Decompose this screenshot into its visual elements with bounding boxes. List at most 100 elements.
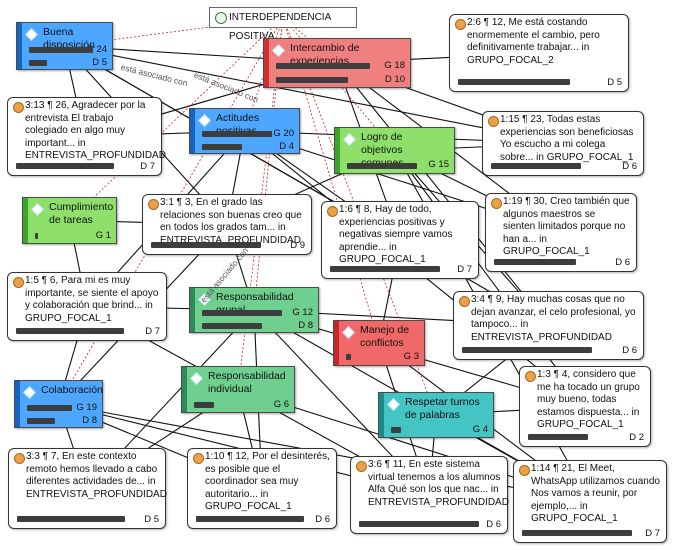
quote-density: D 2 [629, 432, 644, 443]
code-icon [272, 44, 285, 57]
quotation-icon [519, 465, 530, 476]
code-groundedness-bar [29, 47, 93, 53]
quote-density-bar [16, 328, 124, 334]
code-respetar-turnos[interactable]: Respetar turnos de palabras G 4 [378, 392, 494, 438]
quote-density-bar [16, 163, 114, 169]
code-density: D 8 [298, 320, 313, 331]
quote-density-bar [494, 259, 576, 265]
quote-1-14[interactable]: 1:14 ¶ 21, El Meet, WhatsApp utilizamos … [513, 460, 667, 543]
quote-1-19[interactable]: 1:19 ¶ 30, Creo también que algunos maes… [485, 193, 637, 272]
network-root[interactable]: INTERDEPENDENCIA POSITIVA [209, 7, 357, 42]
quote-text: 2:6 ¶ 12, Me está costando enormemente e… [467, 17, 600, 66]
code-density-bar [27, 418, 55, 424]
relation-line [394, 150, 586, 408]
quotation-icon [356, 461, 367, 472]
code-buena-disposicion[interactable]: Buena disposición G 24 D 5 [16, 22, 113, 70]
quote-1-10[interactable]: 1:10 ¶ 12, Por el desinterés, es posible… [187, 448, 337, 529]
code-color-stripe [335, 128, 340, 173]
quote-text: 3:3 ¶ 7, En este contexto remoto hemos l… [26, 451, 167, 500]
code-title: Responsabilidad individual [208, 370, 286, 395]
code-actitudes-positivas[interactable]: Actitudes positivas G 20 D 4 [189, 108, 300, 154]
code-color-stripe [17, 23, 22, 69]
code-manejo-conflictos[interactable]: Manejo de conflictos G 3 [333, 320, 425, 366]
quotation-icon [525, 371, 536, 382]
code-color-stripe [190, 288, 195, 332]
quote-density-bar [196, 516, 304, 522]
quote-density: D 7 [457, 264, 472, 275]
code-grounded: G 6 [273, 399, 289, 410]
quote-text: 1:3 ¶ 4, considero que me ha tocado un g… [537, 369, 640, 430]
quote-density: D 9 [290, 240, 305, 251]
code-icon [190, 372, 203, 385]
quote-density-bar [151, 242, 261, 248]
code-grounded: G 18 [384, 60, 405, 71]
network-icon [215, 12, 227, 24]
quote-text: 3:13 ¶ 26, Agradecer por la entrevista E… [25, 100, 166, 161]
quote-3-4[interactable]: 3:4 ¶ 9, Hay muchas cosas que no dejan a… [453, 291, 644, 360]
quote-3-6[interactable]: 3:6 ¶ 11, En este sistema virtual tenemo… [350, 456, 509, 534]
quote-text: 1:14 ¶ 21, El Meet, WhatsApp utilizamos … [531, 463, 660, 524]
quotation-icon [193, 453, 204, 464]
quote-density: D 7 [645, 528, 660, 539]
quote-2-6[interactable]: 2:6 ¶ 12, Me está costando enormemente e… [449, 14, 629, 92]
quotation-icon [455, 19, 466, 30]
code-responsabilidad-individual[interactable]: Responsabilidad individual G 6 [181, 366, 295, 413]
quote-3-1[interactable]: 3:1 ¶ 3, En el grado las relaciones son … [142, 194, 312, 255]
quotation-icon [13, 277, 24, 288]
code-title: Cumplimiento de tareas [49, 201, 114, 226]
code-intercambio-experiencias[interactable]: Intercambio de experiencias G 18 D 10 [263, 38, 411, 88]
code-cumplimiento-tareas[interactable]: Cumplimiento de tareas G 1 [22, 197, 117, 244]
code-groundedness-bar [347, 163, 417, 169]
code-groundedness-bar [346, 354, 351, 360]
code-grounded: G 3 [403, 351, 419, 362]
code-grounded: G 24 [86, 44, 107, 55]
code-title: Manejo de conflictos [360, 324, 410, 349]
code-responsabilidad-grupal[interactable]: Responsabilidad grupal G 12 D 8 [189, 287, 319, 333]
code-density: D 4 [279, 141, 294, 152]
quote-text: 1:15 ¶ 23, Todas estas experiencias son … [500, 114, 634, 163]
quote-density-bar [330, 266, 440, 272]
quote-text: 3:4 ¶ 9, Hay muchas cosas que no dejan a… [471, 294, 636, 343]
quote-3-13[interactable]: 3:13 ¶ 26, Agradecer por la entrevista E… [7, 97, 166, 176]
code-logro-objetivos-comunes[interactable]: Logro de objetivos comunes G 15 [334, 127, 455, 174]
quote-density: D 6 [622, 345, 637, 356]
quote-density-bar [462, 347, 592, 353]
code-grounded: G 1 [95, 230, 111, 241]
code-colaboracion[interactable]: Colaboración G 19 D 8 [14, 380, 103, 428]
code-color-stripe [23, 198, 28, 243]
quotation-icon [148, 199, 159, 210]
code-color-stripe [15, 381, 20, 427]
quotation-icon [488, 116, 499, 127]
code-density: D 5 [92, 57, 107, 68]
relation-line [64, 45, 565, 146]
quote-density: D 7 [140, 161, 155, 172]
code-groundedness-bar [194, 402, 214, 408]
code-icon [23, 386, 36, 399]
quote-density: D 7 [145, 326, 160, 337]
code-color-stripe [264, 39, 269, 87]
code-grounded: G 12 [292, 307, 313, 318]
code-groundedness-bar [35, 233, 38, 239]
quote-density: D 5 [144, 514, 159, 525]
quote-density-bar [528, 434, 588, 440]
quote-text: 1:6 ¶ 8, Hay de todo, experiencias posit… [339, 204, 453, 265]
code-grounded: G 20 [273, 128, 294, 139]
code-icon [31, 203, 44, 216]
quote-text: 3:6 ¶ 11, En este sistema virtual tenemo… [368, 459, 509, 508]
quote-density: D 6 [315, 514, 330, 525]
code-groundedness-bar [27, 405, 72, 411]
quote-1-5[interactable]: 1:5 ¶ 6, Para mi es muy importante, se s… [7, 272, 167, 341]
quote-text: 1:10 ¶ 12, Por el desinterés, es posible… [205, 451, 330, 512]
quote-1-6[interactable]: 1:6 ¶ 8, Hay de todo, experiencias posit… [321, 201, 479, 279]
code-color-stripe [182, 367, 187, 412]
quote-3-3[interactable]: 3:3 ¶ 7, En este contexto remoto hemos l… [8, 448, 167, 529]
quote-1-3[interactable]: 1:3 ¶ 4, considero que me ha tocado un g… [519, 366, 651, 447]
quote-density: D 5 [607, 77, 622, 88]
quotation-icon [14, 453, 25, 464]
code-icon [198, 114, 211, 127]
code-density: D 10 [384, 74, 405, 85]
code-grounded: G 15 [428, 159, 449, 170]
code-groundedness-bar [202, 131, 272, 137]
code-color-stripe [379, 393, 384, 437]
quote-1-15[interactable]: 1:15 ¶ 23, Todas estas experiencias son … [482, 111, 644, 176]
